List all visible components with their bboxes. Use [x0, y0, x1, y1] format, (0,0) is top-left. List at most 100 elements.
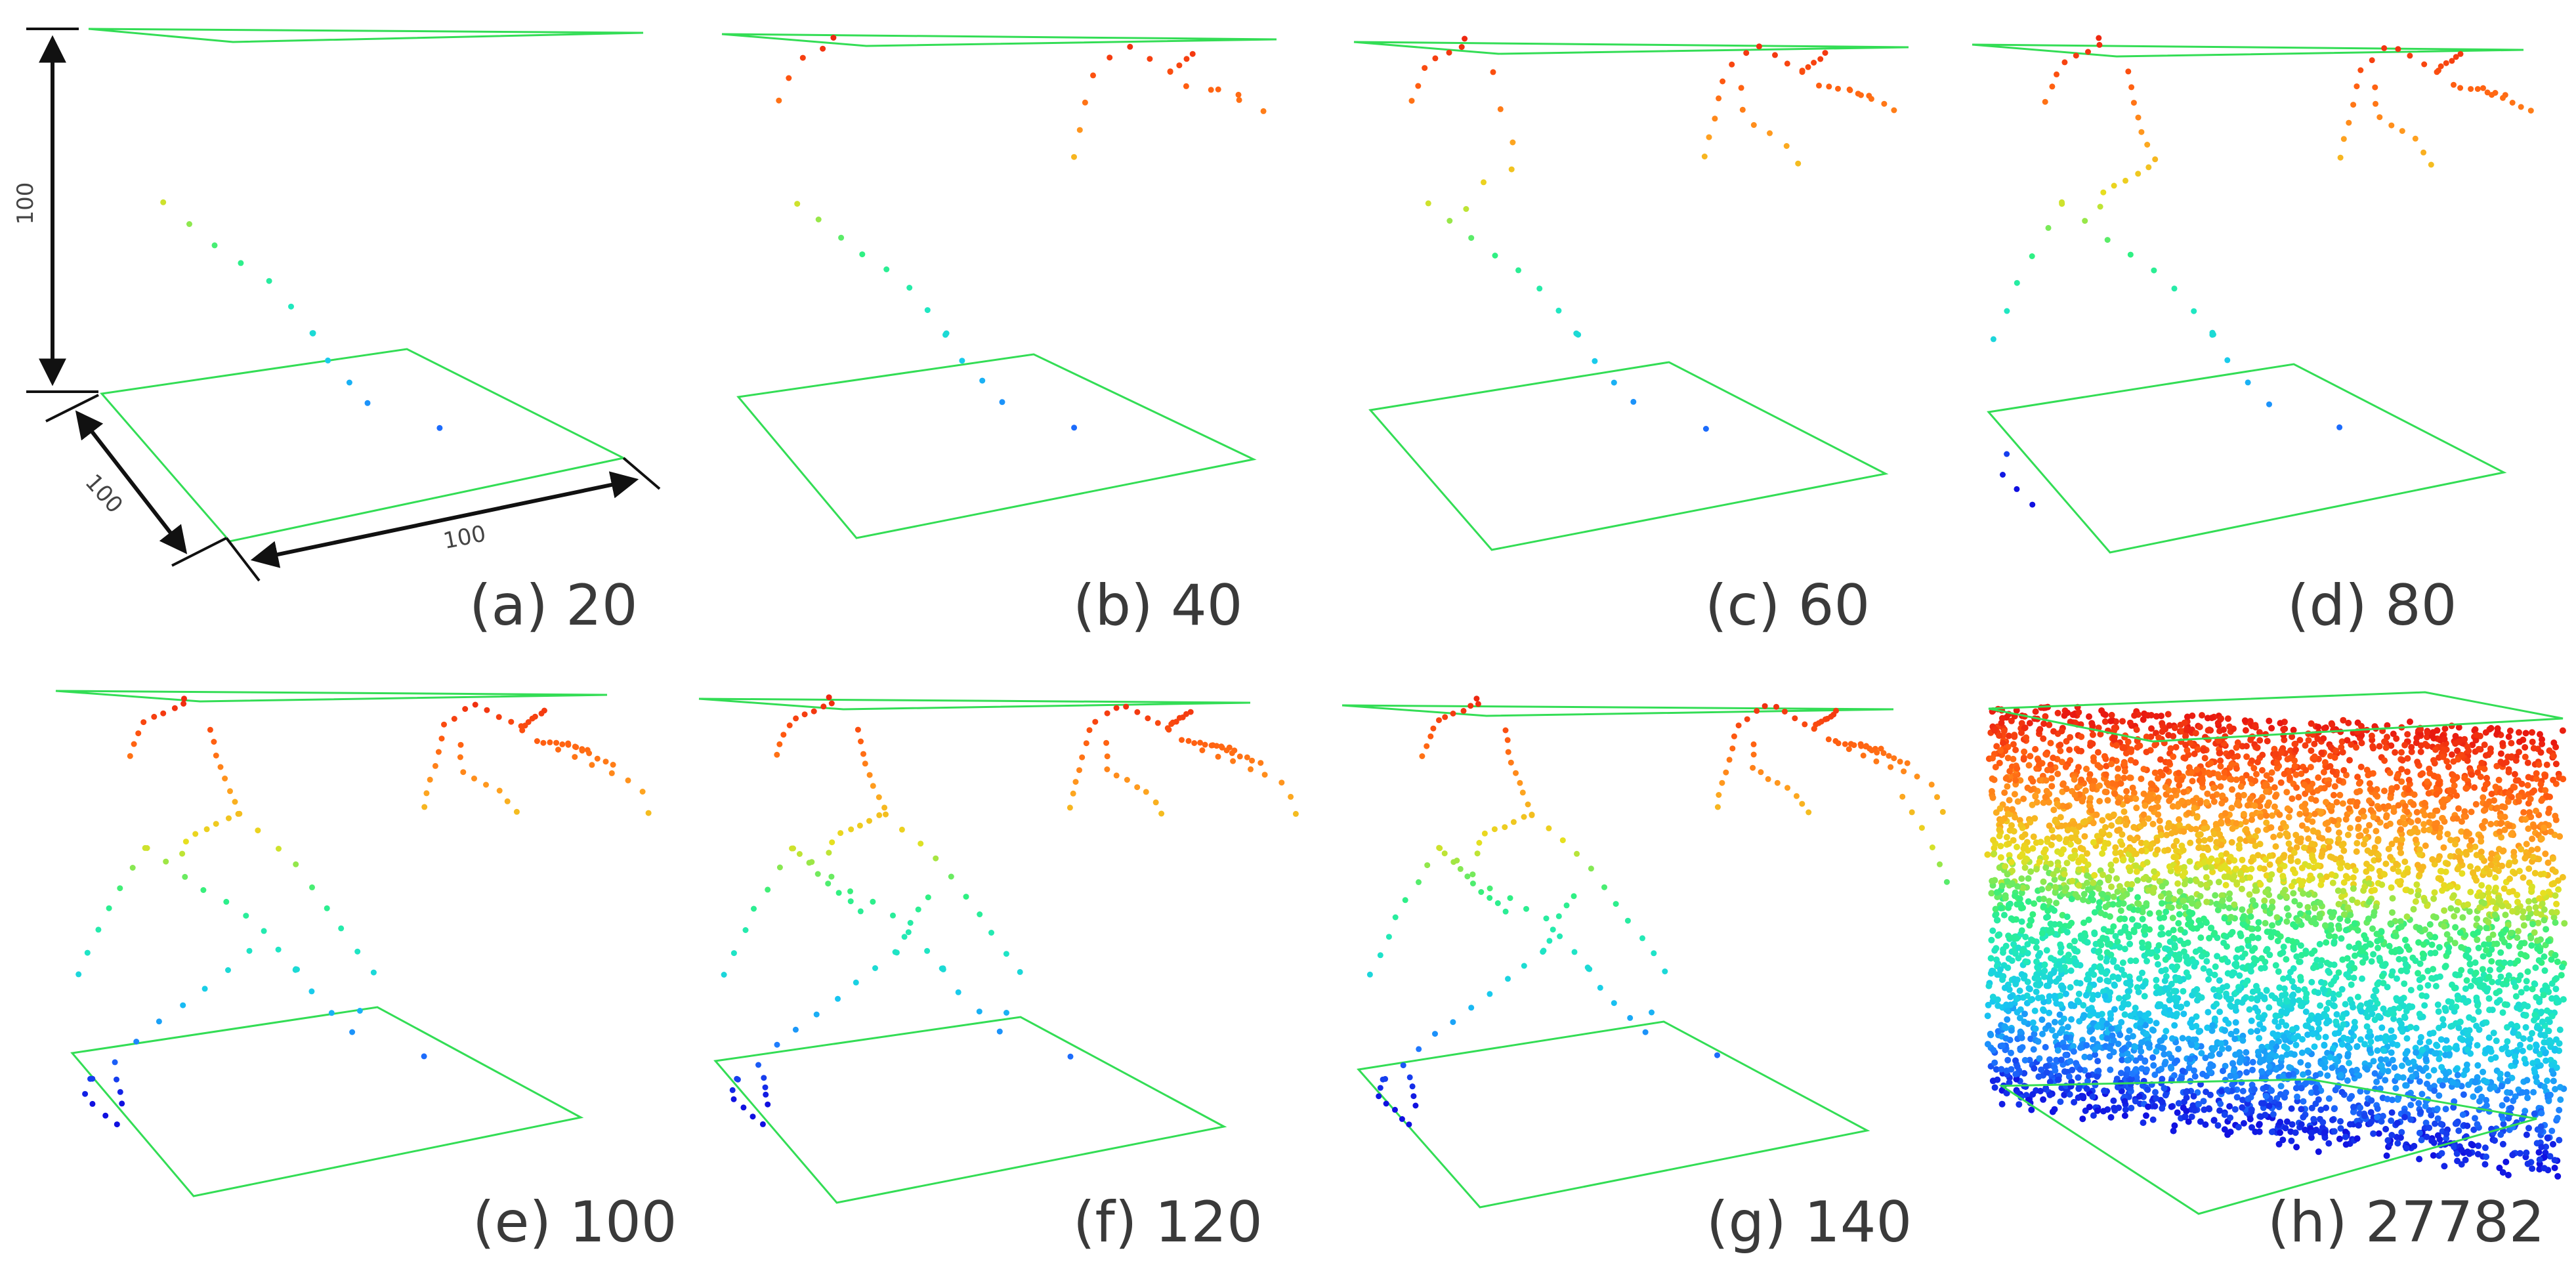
- point: [2475, 944, 2482, 951]
- point: [2438, 1064, 2445, 1071]
- point: [1071, 425, 1078, 431]
- point: [89, 1100, 96, 1107]
- point: [2161, 1050, 2168, 1058]
- point: [2450, 1104, 2457, 1111]
- point: [2294, 917, 2302, 924]
- point: [2000, 949, 2006, 956]
- point: [2450, 788, 2457, 795]
- point: [2421, 1002, 2428, 1009]
- point: [2056, 961, 2063, 968]
- point: [2385, 802, 2392, 810]
- point: [2508, 739, 2515, 747]
- point: [2543, 761, 2550, 768]
- point: [2373, 827, 2380, 835]
- point: [1662, 968, 1668, 974]
- point: [2099, 890, 2106, 898]
- point: [2242, 818, 2249, 825]
- point: [2329, 879, 2336, 886]
- point: [2010, 837, 2017, 844]
- point: [2047, 739, 2054, 747]
- point: [2399, 1074, 2407, 1081]
- point: [2417, 984, 2424, 991]
- point: [786, 75, 792, 81]
- point: [2461, 736, 2468, 743]
- point: [2487, 724, 2495, 732]
- point: [2304, 1069, 2312, 1076]
- panel-a: 100 100 100 (a) 20: [12, 28, 661, 638]
- point: [2556, 1026, 2564, 1033]
- point: [2526, 809, 2533, 816]
- point: [207, 726, 213, 733]
- point: [2150, 1062, 2157, 1069]
- points-b: [776, 35, 1267, 431]
- point: [2296, 902, 2303, 909]
- point: [2004, 810, 2012, 818]
- point: [2429, 812, 2436, 819]
- point: [915, 906, 921, 913]
- point: [1993, 945, 2000, 952]
- point: [1571, 949, 1578, 955]
- point: [2014, 798, 2021, 805]
- point: [2109, 958, 2117, 965]
- point: [1799, 800, 1805, 807]
- point: [1826, 83, 1832, 90]
- point: [2177, 926, 2184, 933]
- point: [2233, 1094, 2241, 1101]
- point: [2396, 844, 2403, 852]
- point: [2180, 1010, 2187, 1018]
- point: [2415, 817, 2422, 824]
- point: [2331, 1105, 2338, 1112]
- point: [1574, 331, 1580, 337]
- top-frame: [55, 690, 608, 703]
- point: [1505, 976, 1511, 982]
- point: [1504, 737, 1511, 743]
- point: [2216, 1050, 2223, 1058]
- point: [2016, 1101, 2023, 1108]
- point: [2437, 824, 2444, 831]
- point: [2197, 892, 2204, 900]
- point: [2128, 856, 2135, 863]
- point: [2284, 1007, 2291, 1014]
- point: [2008, 957, 2016, 965]
- point: [2355, 833, 2363, 840]
- point: [2171, 1122, 2178, 1129]
- point: [2184, 713, 2191, 720]
- point: [1555, 913, 1562, 919]
- point: [2342, 1129, 2349, 1136]
- point: [2347, 911, 2354, 919]
- point: [349, 1029, 356, 1035]
- point: [2201, 755, 2208, 762]
- point: [2229, 825, 2236, 832]
- point: [2373, 904, 2380, 911]
- point: [1991, 850, 1998, 857]
- point: [2186, 858, 2193, 865]
- panel-caption-e: (e) 100: [473, 1190, 677, 1255]
- point: [2496, 966, 2503, 973]
- point: [2038, 1066, 2045, 1073]
- point: [1179, 737, 1185, 743]
- point: [2046, 1078, 2054, 1085]
- point: [2375, 944, 2382, 951]
- point: [2370, 1130, 2377, 1137]
- point: [2240, 1120, 2247, 1127]
- point: [2037, 839, 2044, 846]
- point: [2451, 940, 2459, 947]
- panel-h: (h) 27782: [1984, 691, 2568, 1255]
- point: [2305, 737, 2312, 744]
- point: [876, 794, 882, 800]
- point: [2490, 1029, 2497, 1037]
- point: [1860, 753, 1867, 758]
- point: [2426, 1107, 2433, 1114]
- point: [2298, 822, 2306, 829]
- point: [518, 723, 524, 730]
- point: [2550, 1077, 2557, 1085]
- point: [2187, 924, 2195, 931]
- point: [2421, 812, 2428, 819]
- point: [2327, 762, 2334, 770]
- point: [2527, 108, 2534, 114]
- point: [2096, 904, 2103, 911]
- point: [2031, 1065, 2038, 1072]
- bottom-frame: [736, 353, 1257, 539]
- point: [2429, 856, 2436, 863]
- point: [2249, 812, 2256, 819]
